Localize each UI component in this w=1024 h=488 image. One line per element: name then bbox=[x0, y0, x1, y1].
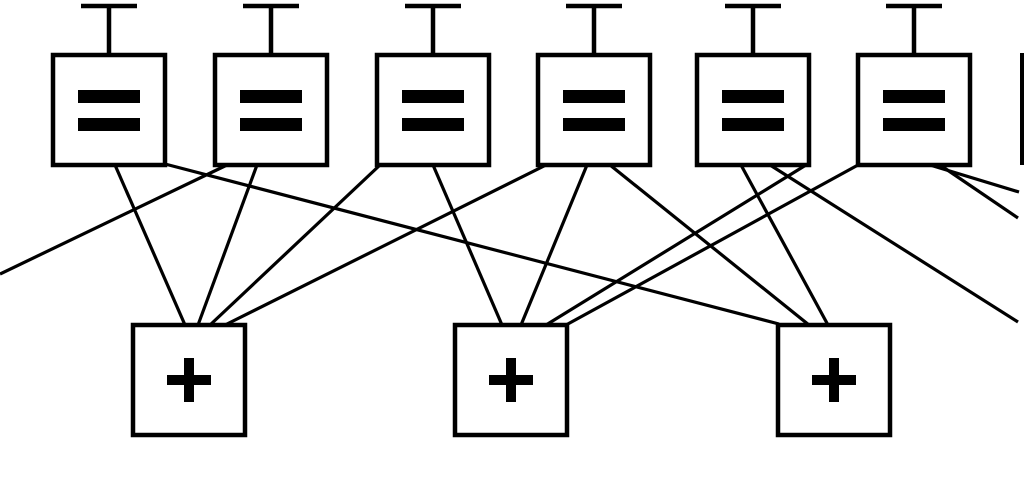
edge bbox=[565, 163, 859, 327]
equality-node-box bbox=[855, 52, 973, 168]
equals-icon bbox=[563, 118, 625, 131]
plus-icon bbox=[829, 358, 839, 402]
plus-icon bbox=[184, 358, 194, 402]
edge bbox=[113, 164, 187, 326]
plus-icon bbox=[506, 358, 516, 402]
edge bbox=[519, 164, 589, 326]
equals-icon bbox=[78, 90, 140, 103]
equality-node-box bbox=[374, 52, 492, 168]
equals-icon bbox=[240, 90, 302, 103]
edge bbox=[545, 163, 807, 327]
equals-icon bbox=[402, 90, 464, 103]
equality-node-box bbox=[535, 52, 653, 168]
edge bbox=[739, 164, 830, 326]
equals-icon bbox=[722, 90, 784, 103]
equals-icon bbox=[240, 118, 302, 131]
edge bbox=[224, 163, 547, 327]
equality-node-box bbox=[50, 52, 168, 168]
edge bbox=[196, 164, 259, 326]
equality-node-box bbox=[212, 52, 330, 168]
equals-icon bbox=[78, 118, 140, 131]
edge bbox=[0, 163, 228, 276]
equals-icon bbox=[722, 118, 784, 131]
equals-icon bbox=[883, 90, 945, 103]
equals-icon bbox=[563, 90, 625, 103]
edge bbox=[939, 163, 1019, 220]
equals-icon bbox=[402, 118, 464, 131]
equals-icon bbox=[883, 118, 945, 131]
equality-node-box bbox=[694, 52, 812, 168]
edge bbox=[164, 162, 780, 326]
edge bbox=[431, 164, 504, 326]
edge bbox=[208, 163, 382, 327]
